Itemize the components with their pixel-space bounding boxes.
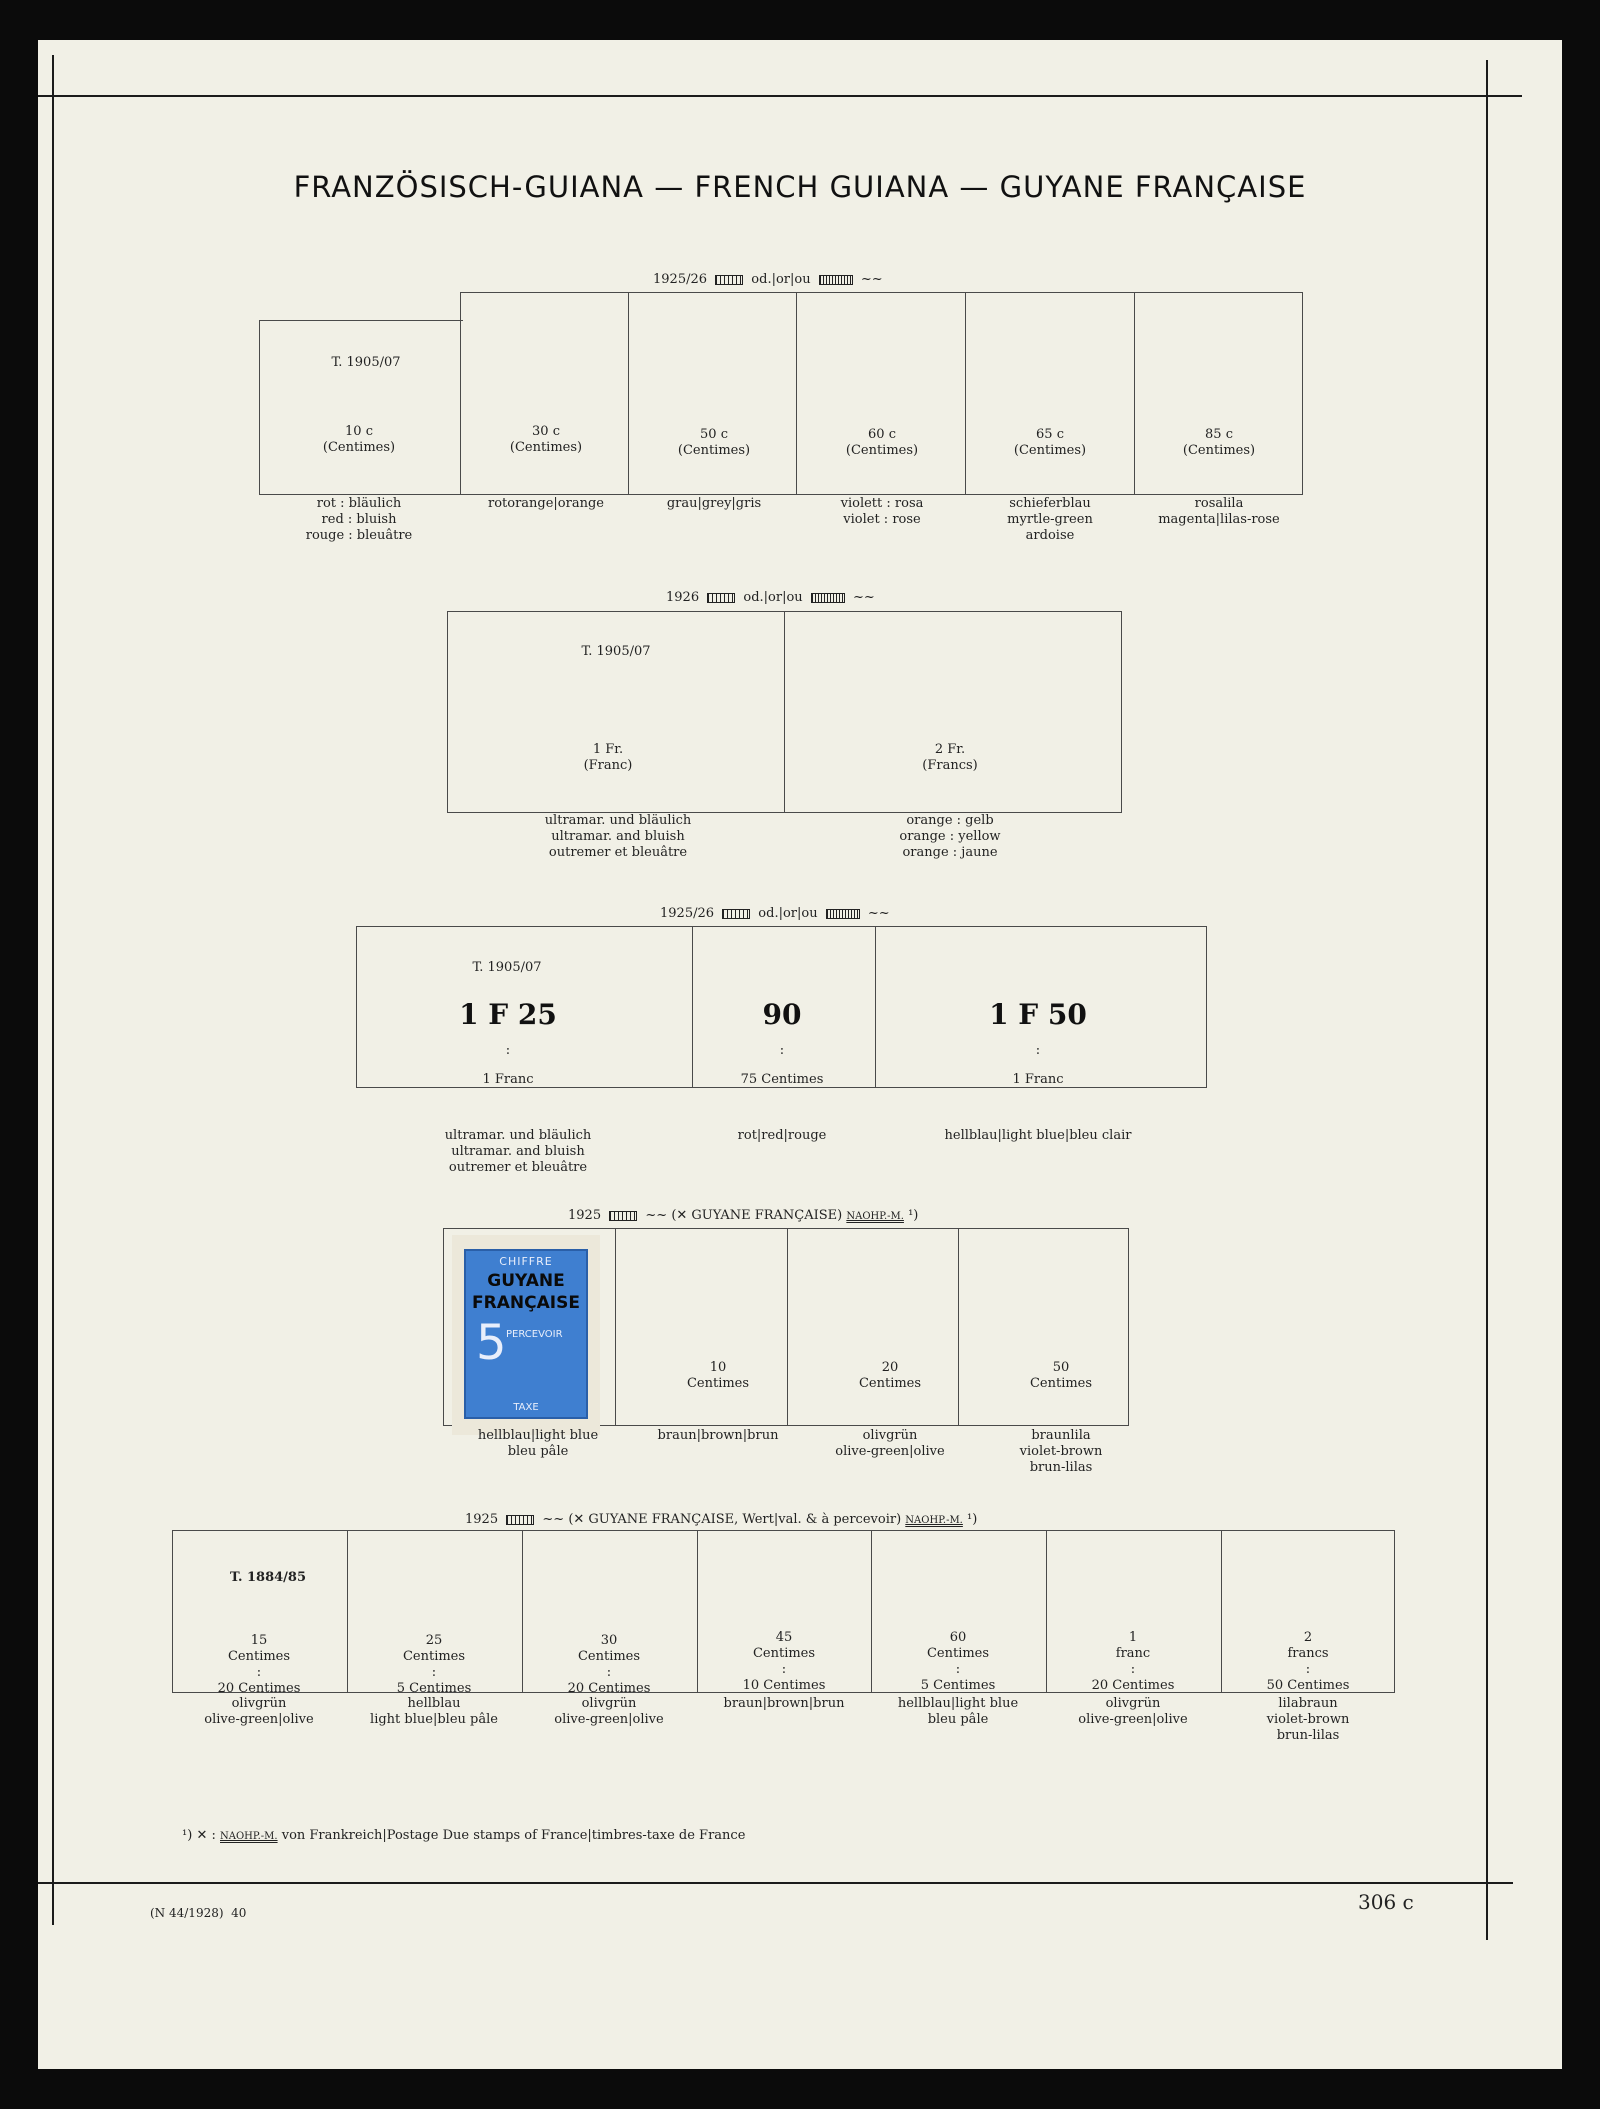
stamp-color: grau|grey|gris	[666, 496, 762, 511]
perforation-icon	[707, 592, 736, 603]
section1-header: 1925/26 od.|or|ou ~~	[653, 272, 883, 287]
type-ref: T. 1905/07	[472, 960, 542, 975]
type-ref: T. 1884/85	[229, 1570, 307, 1585]
perforation-icon	[810, 592, 845, 603]
surcharge-value: 1 F 25	[459, 998, 557, 1031]
surcharge-value: 90	[762, 998, 802, 1031]
stamp-color: rotorange|orange	[487, 496, 604, 511]
perforation-icon	[609, 1210, 638, 1221]
original-value: 1 Franc	[1012, 1072, 1064, 1087]
section3-header: 1925/26 od.|or|ou ~~	[660, 906, 890, 921]
section2-grid	[447, 611, 1122, 813]
top-rule	[38, 95, 1522, 97]
perforation-icon	[506, 1514, 535, 1525]
separator: :	[505, 1043, 511, 1058]
stamp-value: 60 c(Centimes)	[845, 427, 919, 458]
stamp-value: 2 Fr.(Francs)	[922, 742, 978, 773]
stamp-value: 10 c(Centimes)	[322, 424, 396, 455]
section4-header: 1925 ~~ (✕ GUYANE FRANÇAISE) NAOHP.-M. ¹…	[568, 1208, 919, 1223]
stamp-color: hellblau|light blue|bleu clair	[944, 1128, 1132, 1143]
left-rule	[52, 55, 54, 1925]
perforation-icon	[715, 274, 744, 285]
separator: :	[1035, 1043, 1041, 1058]
section5-header: 1925 ~~ (✕ GUYANE FRANÇAISE, Wert|val. &…	[465, 1512, 978, 1527]
section1-grid	[460, 292, 1303, 495]
section4-grid	[443, 1228, 1129, 1426]
stamp-color: rot|red|rouge	[737, 1128, 827, 1143]
type-ref: T. 1905/07	[581, 644, 651, 659]
stamp-value: 85 c(Centimes)	[1182, 427, 1256, 458]
separator: :	[779, 1043, 785, 1058]
section1-first-space	[259, 320, 463, 495]
page-number: 306 c	[1358, 1890, 1414, 1914]
type-ref: T. 1905/07	[331, 355, 401, 370]
original-value: 75 Centimes	[740, 1072, 824, 1087]
perforation-icon	[818, 274, 853, 285]
bottom-rule	[38, 1882, 1513, 1884]
cross-icon: ✕	[196, 1828, 208, 1843]
stamp-color: braun|brown|brun	[657, 1428, 779, 1443]
section5-grid	[172, 1530, 1395, 1693]
page-title: FRANZÖSISCH-GUIANA — FRENCH GUIANA — GUY…	[293, 170, 1307, 204]
original-value: 1 Franc	[482, 1072, 534, 1087]
stamp-value: 30 c(Centimes)	[509, 424, 583, 455]
footnote: ¹) ✕ : NAOHP.-M. von Frankreich|Postage …	[182, 1828, 746, 1843]
section3-grid	[356, 926, 1207, 1088]
footer-left: (N 44/1928) 40	[150, 1906, 247, 1920]
surcharge-value: 1 F 50	[989, 998, 1087, 1031]
stamp-value: 1 Fr.(Franc)	[583, 742, 633, 773]
right-rule	[1486, 60, 1488, 1940]
stamp-value: 65 c(Centimes)	[1013, 427, 1087, 458]
section2-header: 1926 od.|or|ou ~~	[666, 590, 875, 605]
section1-cells	[460, 292, 1303, 495]
perforation-icon	[722, 908, 751, 919]
album-page: FRANZÖSISCH-GUIANA — FRENCH GUIANA — GUY…	[38, 40, 1562, 2069]
stamp-color: braun|brown|brun	[723, 1696, 845, 1711]
stamp-value: 50 c(Centimes)	[677, 427, 751, 458]
perforation-icon	[825, 908, 860, 919]
postage-due-stamp-image: CHIFFRE GUYANE FRANÇAISE 5 PERCEVOIR TAX…	[452, 1235, 600, 1435]
